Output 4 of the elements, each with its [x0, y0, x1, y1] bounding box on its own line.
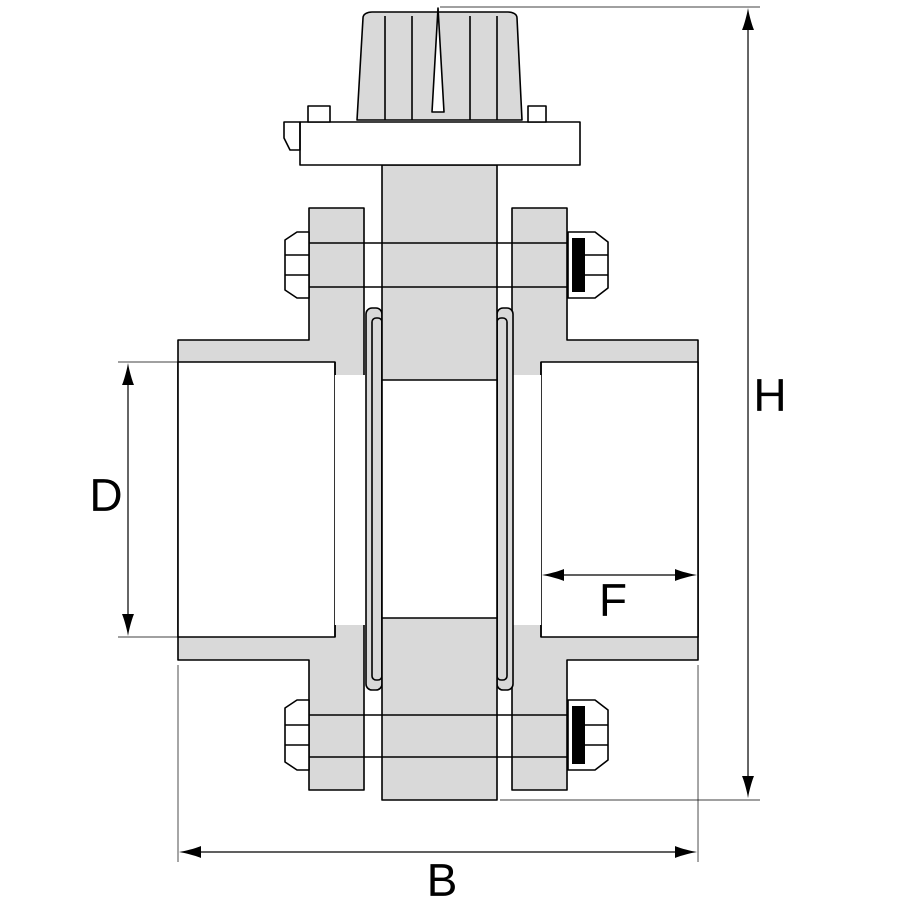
dimension-label: H	[757, 379, 783, 411]
dimension-label: B	[430, 864, 455, 896]
dimension-label: D	[93, 479, 120, 511]
dimension-label: F	[602, 584, 626, 616]
